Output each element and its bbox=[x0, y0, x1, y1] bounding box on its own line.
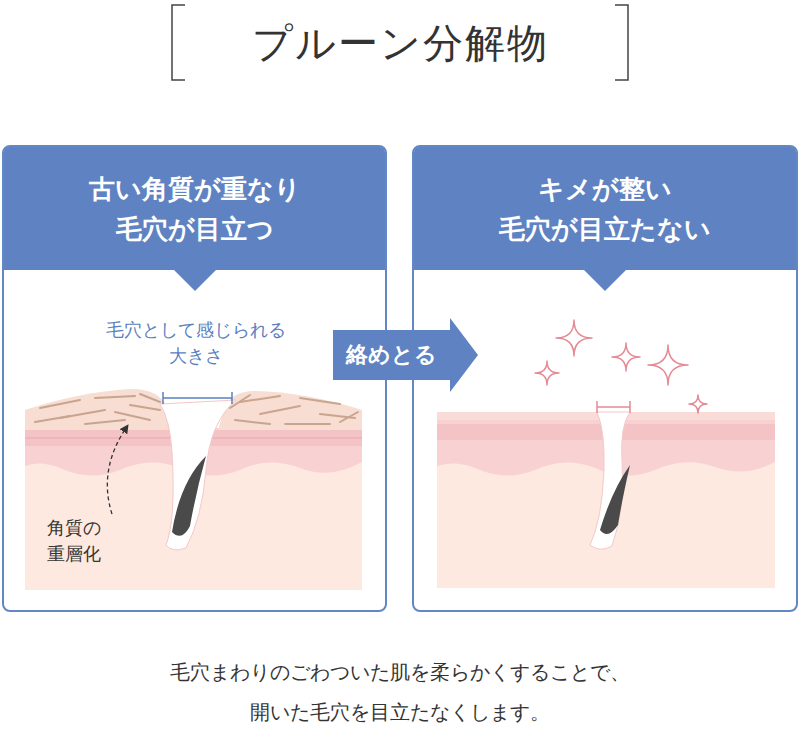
caption: 毛穴まわりのごわついた肌を柔らかくすることで、 開いた毛穴を目立たなくします。 bbox=[170, 652, 630, 732]
arrow-label: 絡めとる bbox=[346, 340, 437, 370]
title: プルーン分解物 bbox=[252, 16, 549, 71]
panel: 古い角質が重なり 毛穴が目立つ bbox=[2, 145, 387, 612]
panel-header: キメが整い 毛穴が目立たない bbox=[414, 147, 796, 270]
skin-after bbox=[437, 412, 775, 588]
dimension-line bbox=[163, 392, 232, 404]
dimension-label: 毛穴として感じられる 大きさ bbox=[106, 317, 286, 369]
block-arrow bbox=[333, 318, 478, 392]
sparkles bbox=[535, 320, 707, 413]
callout-label: 角質の 重層化 bbox=[47, 515, 101, 567]
dimension-line bbox=[597, 401, 630, 413]
header-pointer bbox=[173, 269, 217, 291]
leader-arrow bbox=[107, 428, 126, 514]
panel: キメが整い 毛穴が目立たない bbox=[412, 145, 798, 612]
header-text: 古い角質が重なり 毛穴が目立つ bbox=[89, 169, 301, 249]
skin-before bbox=[25, 389, 362, 590]
header-pointer bbox=[583, 269, 627, 291]
panel-header: 古い角質が重なり 毛穴が目立つ bbox=[4, 147, 385, 270]
header-text: キメが整い 毛穴が目立たない bbox=[499, 169, 711, 249]
title-brackets bbox=[172, 5, 628, 80]
